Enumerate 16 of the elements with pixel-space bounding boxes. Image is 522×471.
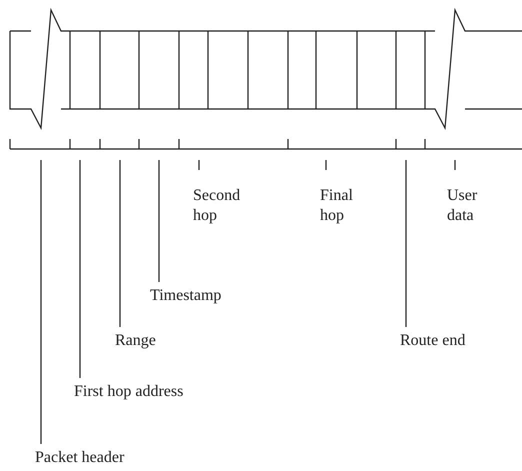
field-label: First hop address <box>74 382 184 402</box>
leader-line <box>405 160 407 327</box>
field-label: Range <box>115 331 156 351</box>
leader-line <box>454 160 456 170</box>
leader-line <box>158 160 160 282</box>
field-label: Final hop <box>320 186 365 226</box>
leader-line <box>79 160 81 378</box>
field-label: Packet header <box>35 448 124 468</box>
leader-line <box>325 160 327 170</box>
field-label: Route end <box>400 331 466 351</box>
field-label: Timestamp <box>150 286 222 306</box>
field-label: User data <box>447 186 492 226</box>
field-label: Second hop <box>193 186 243 226</box>
leader-line <box>119 160 121 327</box>
leader-line <box>198 160 200 170</box>
leader-line <box>40 160 42 444</box>
